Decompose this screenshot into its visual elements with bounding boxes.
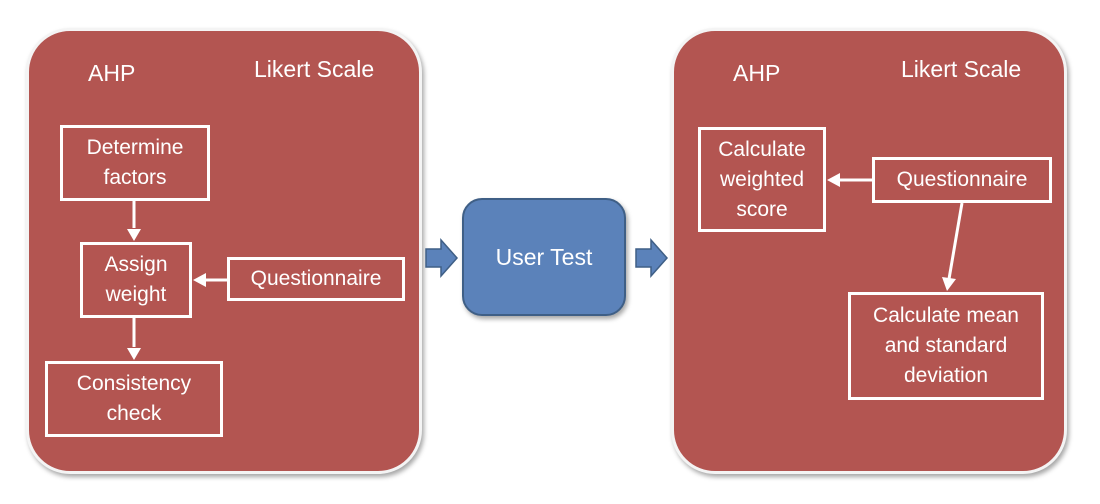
assign-weight-line-2: weight xyxy=(105,283,167,306)
determine-factors-node: Determine factors xyxy=(60,125,210,201)
right-ahp-label: AHP xyxy=(733,60,781,86)
consistency-check-node: Consistency check xyxy=(45,361,223,437)
weighted-score-line-2: weighted xyxy=(719,167,805,191)
assign-weight-node: Assign weight xyxy=(80,242,192,318)
left-ahp-label: AHP xyxy=(88,60,136,86)
ahp-likert-panel-input xyxy=(26,28,422,474)
weighted-score-line-3: score xyxy=(736,197,788,221)
right-questionnaire-node: Questionnaire xyxy=(872,157,1052,203)
determine-factors-line-1: Determine xyxy=(86,136,184,159)
calculate-mean-sd-node: Calculate mean and standard deviation xyxy=(848,292,1044,400)
consistency-check-line-1: Consistency xyxy=(76,372,192,395)
mean-sd-line-2: and standard xyxy=(884,334,1008,357)
consistency-check-line-2: check xyxy=(106,402,162,425)
block-arrow-usertest-to-right xyxy=(635,238,669,278)
ahp-likert-panel-output xyxy=(671,28,1067,474)
mean-sd-line-1: Calculate mean xyxy=(873,304,1019,327)
right-likert-label: Likert Scale xyxy=(901,56,1022,82)
determine-factors-line-2: factors xyxy=(103,166,167,189)
mean-sd-line-3: deviation xyxy=(903,364,989,387)
calculate-weighted-score-node: Calculate weighted score xyxy=(698,127,826,232)
left-likert-label: Likert Scale xyxy=(254,56,375,82)
weighted-score-line-1: Calculate xyxy=(718,137,806,161)
block-arrow-left-to-usertest xyxy=(425,238,459,278)
left-questionnaire-node: Questionnaire xyxy=(227,257,405,301)
user-test-node: User Test xyxy=(462,198,626,316)
assign-weight-line-1: Assign xyxy=(104,253,168,276)
